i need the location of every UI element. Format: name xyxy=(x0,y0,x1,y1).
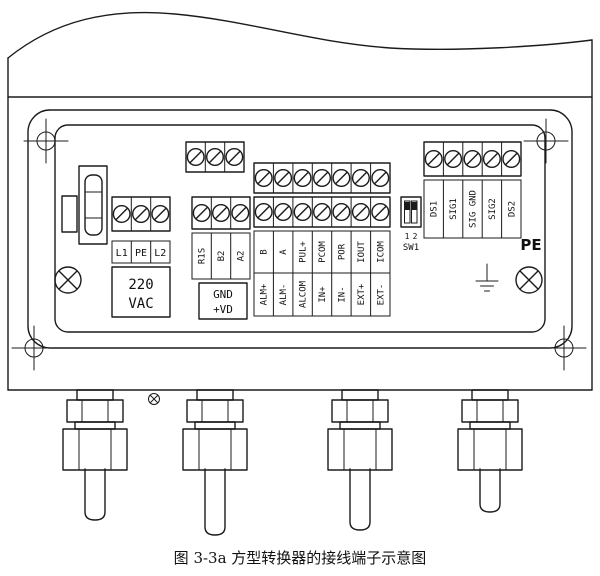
comm-terminal-label: A2 xyxy=(236,251,246,262)
mounting-screw-right xyxy=(515,266,543,294)
terminal-screw xyxy=(274,202,293,222)
terminal-screw xyxy=(293,202,312,222)
cable xyxy=(349,468,371,531)
terminal-screw xyxy=(502,149,521,169)
io-terminal-strip-upper xyxy=(253,162,391,194)
comm-terminal-label: R1S xyxy=(198,248,208,264)
terminal-screw xyxy=(231,203,250,223)
io-label: POR xyxy=(337,243,347,260)
power-terminal-labels: L1 PE L2 xyxy=(111,240,171,264)
terminal-screw xyxy=(131,204,151,224)
power-terminal-label: L2 xyxy=(154,248,166,259)
io-label: B xyxy=(260,249,270,254)
signal-label: SIG2 xyxy=(488,198,498,220)
bottom-edge-bolt xyxy=(148,393,160,405)
terminal-screw xyxy=(112,204,131,224)
corner-registration-mark xyxy=(11,325,57,371)
comm-terminal-strip-lower xyxy=(191,196,251,230)
terminal-screw xyxy=(192,203,211,223)
terminal-screw xyxy=(313,168,331,188)
comm-aux-label-box: GND +VD xyxy=(198,282,248,320)
terminal-screw xyxy=(332,168,351,188)
terminal-screw xyxy=(293,168,312,188)
terminal-screw xyxy=(332,202,351,222)
voltage-text: VAC xyxy=(128,296,153,312)
io-label: PUL+ xyxy=(299,241,309,263)
voltage-text: 220 xyxy=(128,277,153,293)
signal-label: SIG1 xyxy=(449,198,459,220)
cable xyxy=(204,468,226,536)
comm-aux-label: +VD xyxy=(213,303,233,316)
dip-switch: 1 2 SW1 xyxy=(400,196,422,253)
cover-plate xyxy=(27,109,573,349)
terminal-screw xyxy=(351,168,370,188)
terminal-screw xyxy=(463,149,482,169)
terminal-screw xyxy=(424,149,443,169)
enclosure-outline xyxy=(7,11,593,391)
voltage-label-box: 220 VAC xyxy=(111,266,171,318)
terminal-screw xyxy=(482,149,501,169)
corner-registration-mark xyxy=(541,325,587,371)
terminal-screw xyxy=(186,147,205,167)
dip-switch-position: 2 xyxy=(413,232,418,241)
io-label: ALM- xyxy=(279,284,289,306)
cable-gland xyxy=(457,389,523,471)
terminal-screw xyxy=(225,147,244,167)
cable-gland xyxy=(62,389,128,471)
comm-terminal-label: B2 xyxy=(217,251,227,262)
io-label: ALCOM xyxy=(299,280,309,308)
converter-terminal-diagram: L1 PE L2 220 VAC R1S B2 A2 GND +VD xyxy=(7,11,593,536)
io-label: PCOM xyxy=(318,241,328,263)
break-wave-line xyxy=(7,11,593,59)
signal-label: DS2 xyxy=(507,201,517,217)
io-label: IN+ xyxy=(318,286,328,303)
io-label: ALM+ xyxy=(260,283,270,305)
io-labels-row1: B A PUL+ PCOM POR IOUT ICOM xyxy=(253,230,391,274)
io-label: ICOM xyxy=(376,241,386,263)
io-label: A xyxy=(279,249,289,255)
terminal-screw xyxy=(371,202,390,222)
mounting-screw-left xyxy=(54,266,82,294)
dip-switch-position: 1 xyxy=(405,232,410,241)
corner-registration-mark xyxy=(23,118,69,164)
signal-terminal-strip xyxy=(423,141,522,177)
io-label: EXT+ xyxy=(357,283,367,305)
cable xyxy=(84,468,106,521)
terminal-screw xyxy=(205,147,225,167)
terminal-screw xyxy=(313,202,331,222)
signal-labels: DS1 SIG1 SIG GND SIG2 DS2 xyxy=(423,179,522,239)
power-terminal-strip xyxy=(111,196,171,232)
io-label: EXT- xyxy=(376,284,386,306)
terminal-screw xyxy=(254,168,273,188)
pe-label: PE xyxy=(520,236,541,254)
ground-symbol-icon xyxy=(475,263,499,292)
terminal-screw xyxy=(254,202,273,222)
comm-terminal-strip-upper xyxy=(185,141,245,173)
dip-switch-label: SW1 xyxy=(403,243,419,253)
terminal-screw xyxy=(274,168,293,188)
terminal-screw xyxy=(151,204,170,224)
figure-caption: 图 3-3a 方型转换器的接线端子示意图 xyxy=(173,549,427,567)
fuse xyxy=(84,174,103,236)
signal-label: SIG GND xyxy=(469,190,479,228)
io-label: IOUT xyxy=(357,241,367,263)
terminal-screw xyxy=(211,203,231,223)
io-terminal-strip-lower xyxy=(253,196,391,228)
power-terminal-label: L1 xyxy=(116,248,128,259)
fuse-holder xyxy=(61,165,108,245)
io-label: IN- xyxy=(337,286,347,302)
power-terminal-label: PE xyxy=(135,248,147,259)
cable-gland xyxy=(327,389,393,471)
terminal-screw xyxy=(351,202,370,222)
cable-gland xyxy=(182,389,248,471)
io-labels-row2: ALM+ ALM- ALCOM IN+ IN- EXT+ EXT- xyxy=(253,272,391,317)
cable xyxy=(479,468,501,513)
comm-aux-label: GND xyxy=(213,288,233,301)
signal-label: DS1 xyxy=(430,201,440,217)
terminal-screw xyxy=(444,149,463,169)
comm-terminal-labels: R1S B2 A2 xyxy=(191,232,251,280)
terminal-screw xyxy=(371,168,390,188)
terminal-plate xyxy=(54,124,546,333)
